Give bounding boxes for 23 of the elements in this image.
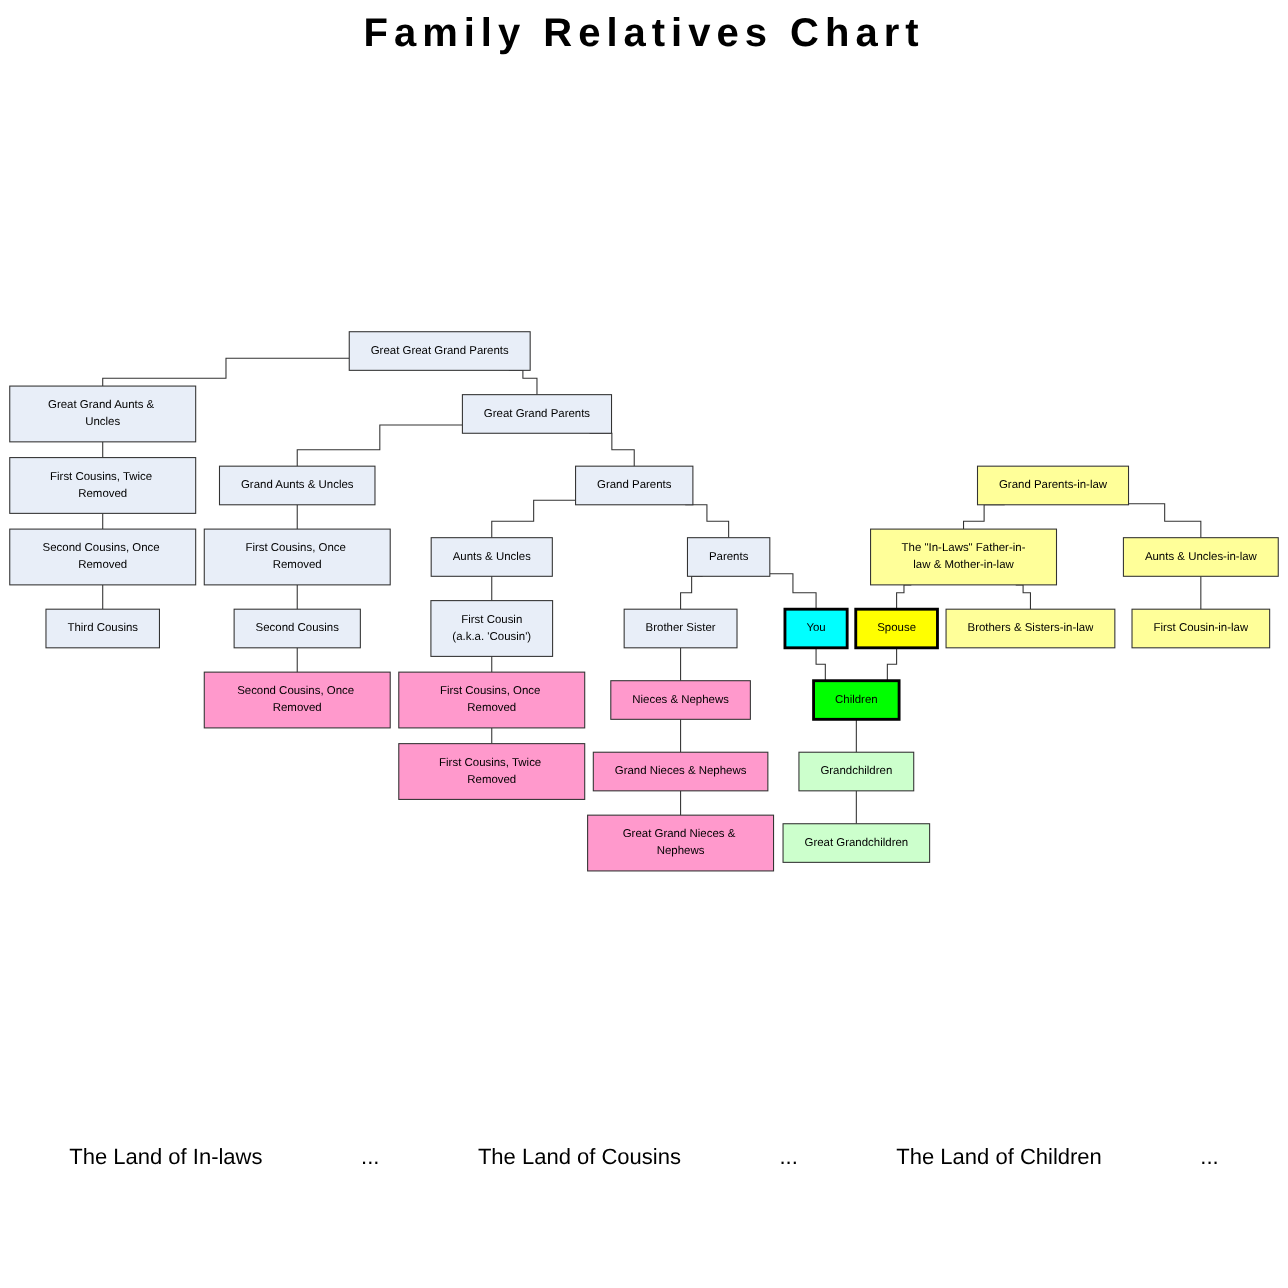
connector: [491, 500, 577, 539]
connector: [296, 425, 463, 468]
connector: [296, 647, 298, 674]
note-text: ...: [361, 1146, 380, 1170]
connector: [855, 790, 857, 825]
note-text: ...: [1200, 1146, 1219, 1170]
connector: [769, 573, 817, 611]
connector: [296, 585, 298, 611]
connector: [855, 719, 857, 754]
connector: [102, 358, 350, 388]
connector: [296, 504, 298, 531]
note-text: The Land of Children: [896, 1146, 1102, 1170]
note-text: The Land of Cousins: [477, 1146, 681, 1170]
connector: [1128, 503, 1202, 539]
connector: [680, 647, 682, 682]
note-text: ...: [779, 1146, 798, 1170]
connector: [491, 576, 493, 602]
connector: [680, 790, 682, 817]
chart-title: Family Relatives Chart: [361, 12, 927, 58]
note-text: The Land of In-laws: [69, 1146, 263, 1170]
connector: [680, 719, 682, 754]
connector: [1200, 576, 1202, 611]
connector: [102, 585, 104, 611]
